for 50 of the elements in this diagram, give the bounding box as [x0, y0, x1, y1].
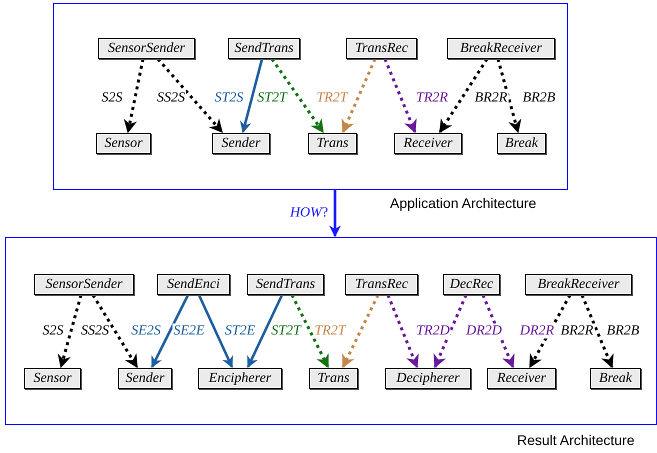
- component-box: BreakReceiver: [447, 38, 555, 59]
- architecture-title: Application Architecture: [390, 195, 536, 211]
- arrow: [342, 58, 376, 134]
- component-box: BreakReceiver: [525, 274, 632, 295]
- component-box: Receiver: [487, 368, 556, 389]
- component-box: SendTrans: [247, 274, 324, 295]
- arrow: [438, 58, 488, 134]
- component-box: Trans: [309, 368, 358, 389]
- arrow: [240, 58, 264, 134]
- component-box: TransRec: [345, 274, 418, 295]
- arrow: [384, 58, 417, 134]
- arrow: [329, 190, 341, 238]
- arrow: [290, 294, 330, 368]
- arrow: [434, 294, 468, 368]
- component-box: Encipherer: [198, 368, 282, 389]
- component-box: DecRec: [443, 274, 500, 295]
- arrow: [528, 294, 572, 368]
- arrow: [482, 294, 515, 368]
- component-box: Break: [497, 133, 546, 154]
- arrow: [270, 58, 324, 134]
- edge-label: BR2R: [474, 90, 508, 106]
- arrow: [580, 294, 614, 368]
- arrow: [92, 294, 138, 368]
- edge-label: DR2R: [518, 324, 556, 338]
- edge-label: DR2D: [465, 324, 503, 338]
- arrow: [342, 294, 380, 368]
- component-box: Sensor: [96, 133, 151, 154]
- component-box: TransRec: [346, 38, 417, 59]
- arrow: [156, 58, 224, 134]
- arrow: [150, 294, 190, 368]
- architecture-title: Result Architecture: [517, 432, 634, 448]
- component-box: Sender: [212, 133, 270, 154]
- component-box: SendEnci: [157, 274, 230, 295]
- component-box: Decipherer: [385, 368, 471, 389]
- component-box: Sensor: [24, 368, 81, 389]
- edge-label: TR2T: [313, 324, 347, 338]
- arrow: [386, 294, 419, 368]
- component-box: SensorSender: [98, 38, 195, 59]
- arrow: [246, 294, 284, 368]
- component-box: Trans: [308, 133, 357, 154]
- component-box: SendTrans: [228, 38, 300, 59]
- edge-label: TR2D: [415, 324, 451, 338]
- arrow: [124, 58, 144, 134]
- component-box: SensorSender: [34, 274, 134, 295]
- arrow: [496, 58, 522, 134]
- component-box: Break: [590, 368, 641, 389]
- component-box: Sender: [118, 368, 172, 389]
- component-box: Receiver: [394, 133, 462, 154]
- arrow: [198, 294, 234, 368]
- arrow: [58, 294, 82, 368]
